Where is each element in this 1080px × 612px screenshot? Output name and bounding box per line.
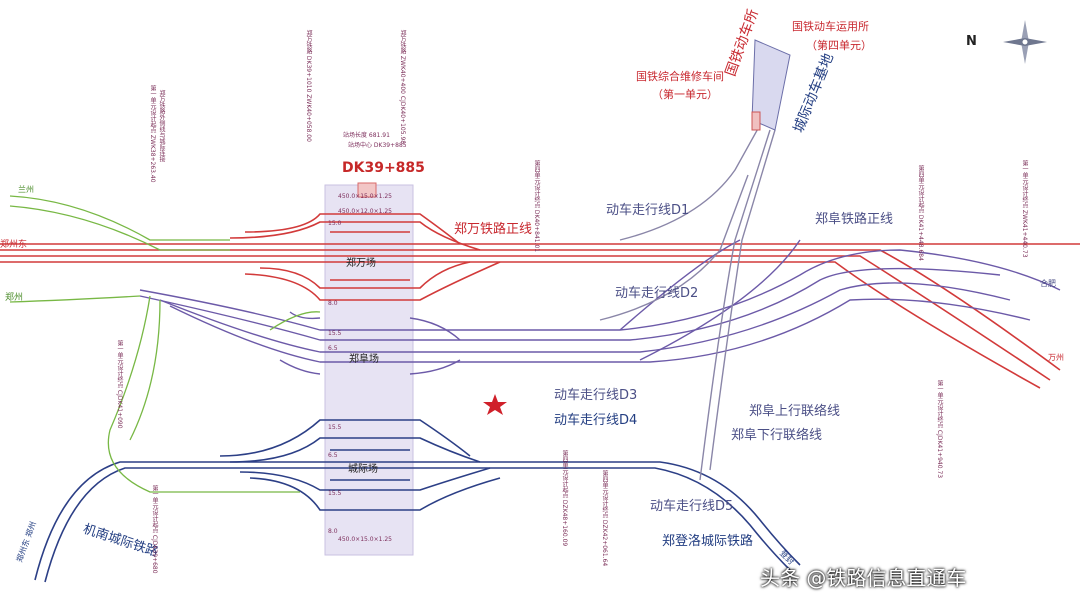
annotation: 第一单元设计起点 ZWK38+263.40 — [149, 85, 156, 183]
annotation: 站场长度 681.91 — [343, 132, 390, 139]
depot-operation-label: 国铁动车运用所 — [792, 20, 869, 33]
d2-label: 动车走行线D2 — [615, 286, 699, 301]
west-zhengzhoudong-label: 郑州东 — [0, 240, 28, 250]
spacing-mark: 15.0 — [328, 220, 342, 227]
dk-label: DK39+885 — [342, 160, 425, 176]
depot-maintenance-sub: （第一单元） — [652, 88, 718, 101]
zhengdeng-intercity-label: 郑登洛城际铁路 — [662, 534, 754, 549]
platform-bottom-label: 450.0×15.0×1.25 — [338, 536, 392, 543]
depot-block — [751, 39, 791, 131]
platform-top-label: 450.0×15.0×1.25 — [338, 193, 392, 200]
east-hefei-label: 合肥 — [1040, 279, 1056, 288]
d4-label: 动车走行线D4 — [554, 413, 638, 428]
annotation: 第四单元设计终点 DZK42+061.64 — [601, 470, 608, 567]
watermark: 头条 @铁路信息直通车 — [760, 566, 967, 590]
link-up-label: 郑阜上行联络线 — [749, 404, 841, 419]
dk-marker-box — [357, 182, 377, 198]
green-tracks — [9, 195, 321, 493]
spacing-mark: 6.5 — [328, 345, 338, 352]
west-zhengzhou-label: 郑州 — [5, 293, 24, 303]
annotation: 第一单元设计起点 CJDK39+680 — [151, 485, 158, 574]
annotation: 郑万铁路 DK39+1010 ZWK40+058.00 — [305, 30, 312, 142]
annotation: 站场中心 DK39+885 — [348, 142, 407, 149]
spacing-mark: 15.5 — [328, 330, 342, 337]
d1-label: 动车走行线D1 — [606, 203, 690, 218]
annotation: 郑万铁路 ZWK40+400 CJDK40+105.98 — [399, 30, 406, 145]
station-zone — [324, 184, 414, 556]
d5-label: 动车走行线D5 — [650, 499, 734, 514]
zhengwan-main-label: 郑万铁路正线 — [454, 222, 533, 237]
depot-operation-sub: （第四单元） — [806, 39, 872, 52]
depot-approach-lines — [599, 124, 776, 481]
spacing-mark: 15.5 — [328, 424, 342, 431]
spacing-mark: 8.0 — [328, 528, 338, 535]
annotation: 第一单元设计终点 ZWK41+440.73 — [1021, 160, 1028, 258]
spacing-mark: 15.5 — [328, 490, 342, 497]
station-zhengfu-label: 郑阜场 — [349, 354, 379, 365]
compass-n-label: N — [966, 34, 977, 49]
annotation: 第四单元设计起点 DZK48+160.09 — [561, 450, 568, 547]
d3-label: 动车走行线D3 — [554, 388, 638, 403]
station-zhengwan-label: 郑万场 — [346, 258, 376, 269]
spacing-mark: 8.0 — [328, 300, 338, 307]
zhengfu-tracks — [139, 239, 1061, 375]
east-wanzhou-label: 万州 — [1048, 353, 1064, 362]
depot-marker — [751, 111, 761, 131]
annotation: 第一单元设计终点 CJDK41+940.73 — [936, 380, 943, 479]
spacing-mark: 6.5 — [328, 452, 338, 459]
link-down-label: 郑阜下行联络线 — [731, 428, 823, 443]
zhengfu-main-label: 郑阜铁路正线 — [815, 212, 894, 227]
compass-rose-icon — [1003, 20, 1047, 64]
annotation: 郑万铁路外侧线与城际连接 — [158, 90, 165, 162]
depot-maintenance-label: 国铁综合维修车间 — [636, 70, 724, 83]
chengji-tracks — [34, 419, 801, 583]
annotation: 第四单元设计起点 DK41+448.684 — [917, 165, 924, 261]
annotation: 第一单元设计终点 CJDK41+090 — [116, 340, 123, 429]
station-chengji-label: 城际场 — [348, 464, 378, 475]
star-marker-icon — [483, 394, 507, 415]
annotation: 第四单元设计终点 DK40+841.01 — [533, 160, 540, 253]
zhengwan-tracks — [0, 213, 1080, 389]
west-lanzhou-label: 兰州 — [18, 185, 34, 194]
platform-mid-label: 450.0×12.0×1.25 — [338, 208, 392, 215]
